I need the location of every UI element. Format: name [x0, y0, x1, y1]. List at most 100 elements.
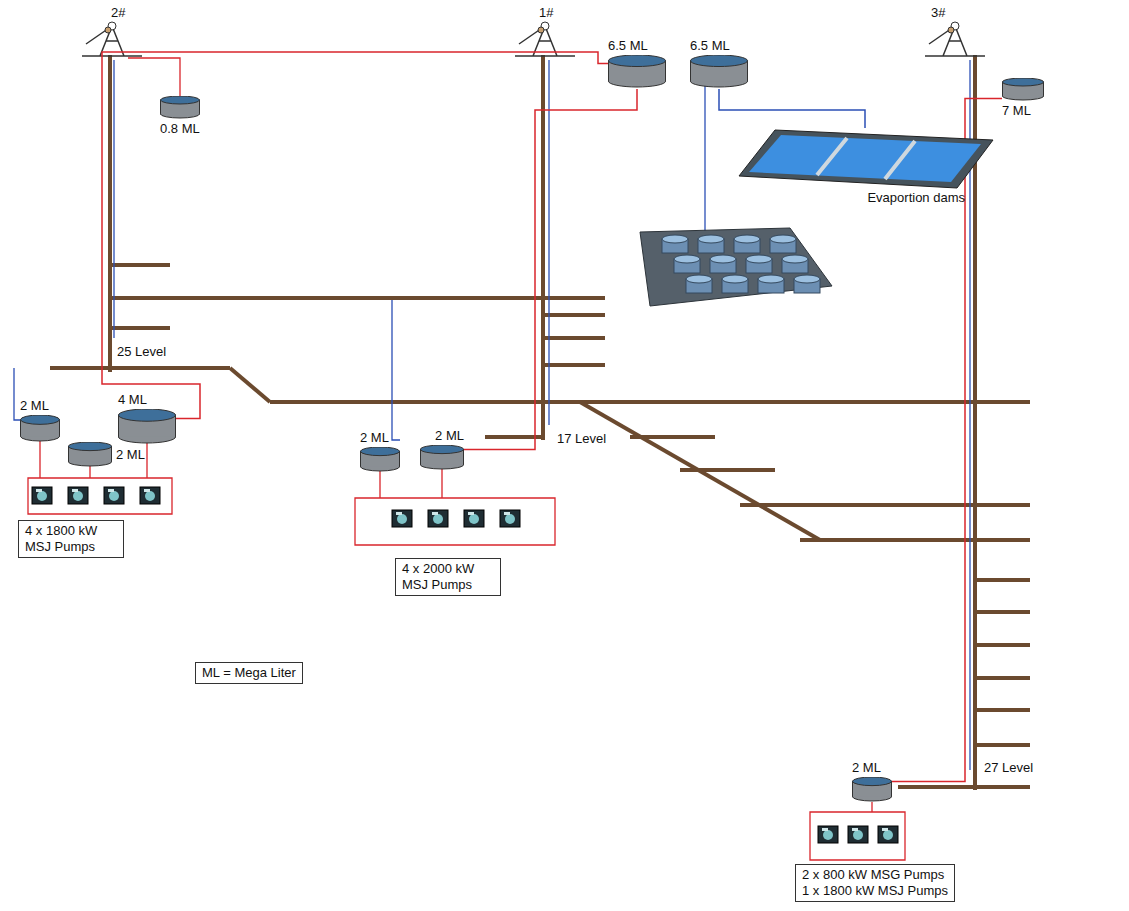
dam-node: 2 ML — [20, 398, 60, 443]
pump-symbol — [32, 487, 52, 504]
dam-label: 2 ML — [20, 398, 49, 414]
dam-tank — [690, 55, 748, 89]
pump-label-box: 4 x 1800 kW MSJ Pumps — [18, 520, 124, 558]
pump-symbol — [848, 826, 868, 843]
level-drive — [485, 435, 545, 439]
cooling-tower — [686, 275, 712, 293]
pump-symbol — [392, 510, 412, 527]
dam-node: 6.5 ML — [608, 38, 666, 89]
cooling-tower — [794, 275, 820, 293]
cooling-tower — [770, 235, 796, 253]
dam-tank — [160, 96, 200, 120]
dam-label: 2 ML — [116, 447, 145, 463]
cooling-towers — [640, 228, 832, 306]
pipe-connector — [464, 89, 637, 450]
pump-symbol — [140, 487, 160, 504]
pipe-line — [14, 368, 20, 420]
level-drive — [975, 643, 1030, 647]
headgear-icon — [515, 22, 575, 56]
dam-label: 0.8 ML — [160, 121, 200, 137]
cooling-tower — [758, 275, 784, 293]
dam-label: 6.5 ML — [690, 38, 730, 54]
cooling-tower — [782, 255, 808, 273]
pipe-line — [704, 86, 705, 236]
level-drive — [975, 676, 1030, 680]
dam-label: 2 ML — [360, 430, 389, 446]
shaft-label: 1# — [538, 5, 554, 21]
dam-node: 6.5 ML — [690, 38, 748, 89]
pump-label-box: 4 x 2000 kW MSJ Pumps — [395, 558, 501, 596]
level-drive — [740, 503, 1030, 507]
level-drive — [898, 785, 1030, 789]
level-drive — [108, 55, 112, 372]
dam-node: 2 ML — [852, 760, 892, 803]
dam-tank — [608, 55, 666, 89]
cooling-tower — [662, 235, 688, 253]
level-drive — [975, 610, 1030, 614]
mine-levels — [50, 55, 1030, 790]
pipe-connector — [102, 52, 608, 419]
pipe-line — [810, 802, 905, 860]
cooling-tower — [674, 255, 700, 273]
dam-label: 2 ML — [852, 760, 881, 776]
level-drive — [543, 336, 605, 340]
dam-tank — [20, 415, 60, 443]
level-label: 27 Level — [983, 760, 1034, 776]
pump-text: 4 x 2000 kW MSJ Pumps — [402, 561, 494, 593]
level-drive — [975, 708, 1030, 712]
pump-text: 2 x 800 kW MSG Pumps — [802, 867, 948, 883]
level-label: 17 Level — [556, 431, 607, 447]
level-drive — [975, 578, 1030, 582]
pump-symbol — [68, 487, 88, 504]
headgear-icon — [925, 22, 985, 56]
level-drive — [110, 296, 605, 300]
level-drive — [580, 402, 820, 540]
level-drive — [543, 363, 605, 367]
pump-symbol — [428, 510, 448, 527]
pump-symbol — [104, 487, 124, 504]
pipe-line — [392, 300, 400, 440]
dam-tank — [420, 445, 464, 471]
pump-symbol — [500, 510, 520, 527]
level-drive — [975, 743, 1030, 747]
cooling-tower — [698, 235, 724, 253]
dam-label: Evaportion dams — [867, 190, 965, 206]
cooling-tower — [710, 255, 736, 273]
level-drive — [680, 468, 775, 472]
level-drive — [541, 55, 545, 440]
level-drive — [110, 326, 170, 330]
level-label: 25 Level — [116, 344, 167, 360]
pump-text: ML = Mega Liter — [202, 665, 296, 681]
dam-tank — [360, 447, 400, 473]
shaft-label: 2# — [110, 5, 126, 21]
headgear-icon — [82, 22, 142, 56]
cooling-tower — [722, 275, 748, 293]
pump-text: 4 x 1800 kW MSJ Pumps — [25, 523, 117, 555]
dam-node: 2 ML — [360, 430, 400, 473]
dam-label: 6.5 ML — [608, 38, 648, 54]
level-drive — [230, 368, 270, 402]
dam-tank — [1002, 78, 1044, 102]
pump-symbol — [818, 826, 838, 843]
level-drive — [800, 538, 1030, 542]
dam-label: 4 ML — [118, 392, 147, 408]
level-drive — [270, 400, 1030, 404]
dam-node: 2 ML — [68, 442, 145, 468]
dam-tank — [852, 777, 892, 803]
evaporation-dams: Evaportion dams — [735, 128, 995, 206]
cooling-tower — [746, 255, 772, 273]
pump-symbol — [464, 510, 484, 527]
evaporation-pond — [735, 128, 995, 190]
pipe-line — [548, 60, 549, 425]
level-drive — [630, 435, 715, 439]
shaft-label: 3# — [930, 5, 946, 21]
dam-node: 2 ML — [420, 428, 464, 471]
pipe-line — [355, 466, 555, 545]
pipe-line — [28, 441, 172, 514]
level-drive — [110, 263, 170, 267]
pump-text: 1 x 1800 kW MSJ Pumps — [802, 883, 948, 899]
pipe-connector — [719, 89, 865, 128]
pipe-line — [113, 60, 114, 338]
